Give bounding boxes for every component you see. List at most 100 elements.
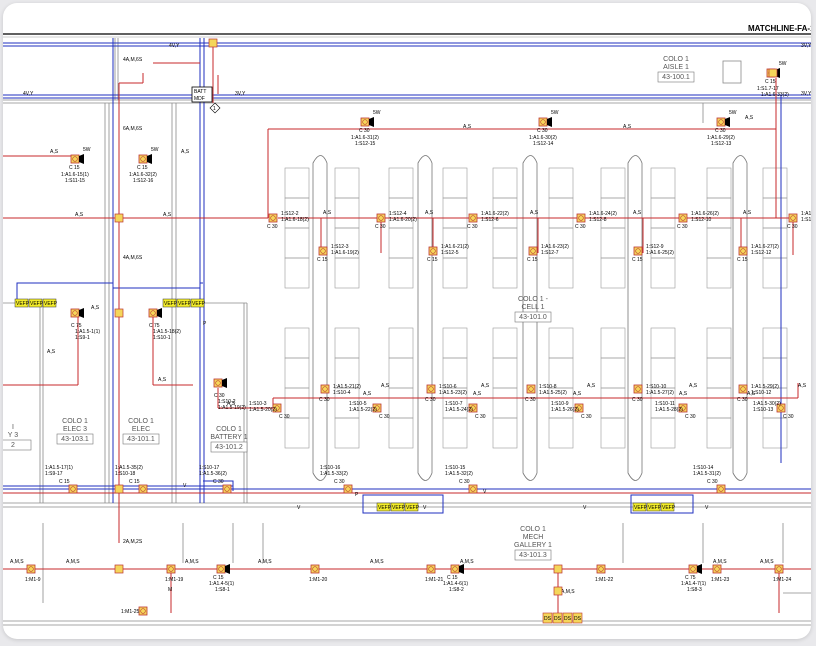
strobe-device[interactable]: [320, 384, 330, 394]
strobe-device[interactable]: [468, 213, 478, 223]
strobe-device[interactable]: [138, 154, 148, 164]
junction-box[interactable]: [114, 484, 124, 494]
cable-tag: 4V,Y: [169, 43, 180, 49]
horn-device[interactable]: [426, 564, 436, 574]
horn-device[interactable]: [138, 606, 148, 616]
device-candela: C 30: [632, 397, 643, 403]
device-address: 1:A1.5-28(2): [655, 407, 683, 413]
device-candela: C 15: [427, 257, 438, 263]
batt-mdf-box[interactable]: BATT MDF 1: [191, 86, 221, 114]
strobe-device[interactable]: [468, 484, 478, 494]
strobe-device[interactable]: [468, 403, 478, 413]
device-address: 1:A1.6-30(2): [529, 135, 557, 141]
ds-box[interactable]: [572, 612, 583, 624]
ds-label: DS: [544, 616, 552, 622]
rack-cell: [284, 327, 310, 359]
strobe-device[interactable]: [538, 117, 548, 127]
device-box: [213, 378, 223, 388]
horn-device[interactable]: [166, 564, 176, 574]
ds-box[interactable]: [542, 612, 553, 624]
strobe-device[interactable]: [688, 564, 698, 574]
cable-tag: 3V,Y: [801, 43, 811, 49]
strobe-device[interactable]: [678, 213, 688, 223]
device-address: 1:S12-9: [646, 244, 664, 250]
strobe-device[interactable]: [526, 384, 536, 394]
strobe-device[interactable]: [716, 117, 726, 127]
strobe-device[interactable]: [450, 564, 460, 574]
strobe-device[interactable]: [318, 246, 328, 256]
device-candela: C 75: [685, 575, 696, 581]
strobe-device[interactable]: [138, 484, 148, 494]
strobe-device[interactable]: [738, 246, 748, 256]
strobe-device[interactable]: [528, 246, 538, 256]
horn-device[interactable]: [26, 564, 36, 574]
strobe-device[interactable]: [376, 213, 386, 223]
strobe-device[interactable]: [426, 384, 436, 394]
strobe-device[interactable]: [268, 213, 278, 223]
junction-box[interactable]: [768, 68, 778, 78]
device-circle: [70, 486, 76, 492]
junction-box[interactable]: [208, 38, 218, 48]
rack-cell: [388, 327, 414, 359]
cable-tag: M: [168, 587, 172, 593]
strobe-device[interactable]: [68, 484, 78, 494]
device-candela: C 30: [783, 414, 794, 420]
rack-cell: [650, 417, 676, 449]
device-candela: C 75: [149, 323, 160, 329]
horn-device[interactable]: [310, 564, 320, 574]
horn-device[interactable]: [774, 564, 784, 574]
strobe-device[interactable]: [343, 484, 353, 494]
horn-device[interactable]: [596, 564, 606, 574]
cable-tag: A,S: [481, 383, 490, 389]
strobe-device[interactable]: [213, 378, 223, 388]
strobe-device[interactable]: [576, 213, 586, 223]
strobe-device[interactable]: [222, 484, 232, 494]
strobe-device[interactable]: [428, 246, 438, 256]
junction-box[interactable]: [114, 213, 124, 223]
horn-device[interactable]: [712, 564, 722, 574]
device-address: 1:A1.5-31(2): [693, 471, 721, 477]
cable-tag: A,S: [425, 210, 434, 216]
strobe-device[interactable]: [788, 213, 798, 223]
strobe-device[interactable]: [776, 403, 786, 413]
device-address: 1:M1-25: [121, 609, 140, 615]
strobe-device[interactable]: [633, 384, 643, 394]
device-address: 1:A1.5-33(2): [320, 471, 348, 477]
device-address: 1:S10-16: [320, 465, 341, 471]
device-address: 1:S11-15: [65, 178, 85, 184]
strobe-device[interactable]: [716, 484, 726, 494]
ds-box[interactable]: [552, 612, 563, 624]
device-circle: [576, 405, 582, 411]
strobe-device[interactable]: [678, 403, 688, 413]
device-circle: [345, 486, 351, 492]
device-address: 1:A1.6-25(2): [646, 250, 674, 256]
junction-box[interactable]: [114, 564, 124, 574]
device-address: 1:S12-15: [355, 141, 376, 147]
strobe-device[interactable]: [70, 308, 80, 318]
strobe-device[interactable]: [148, 308, 158, 318]
device-box: [26, 564, 36, 574]
strobe-device[interactable]: [360, 117, 370, 127]
strobe-device[interactable]: [272, 403, 282, 413]
junction-box[interactable]: [553, 586, 563, 596]
strobe-device[interactable]: [574, 403, 584, 413]
strobe-device[interactable]: [372, 403, 382, 413]
device-address: 1:A1.6-24(2): [589, 211, 617, 217]
strobe-device[interactable]: [633, 246, 643, 256]
junction-box[interactable]: [114, 308, 124, 318]
strobe-device[interactable]: [70, 154, 80, 164]
vefp-cell: [28, 298, 43, 308]
strobe-device[interactable]: [216, 564, 226, 574]
device-box: [272, 403, 282, 413]
strobe-device[interactable]: [738, 384, 748, 394]
ds-label: DS: [574, 616, 582, 622]
ds-box[interactable]: [562, 612, 573, 624]
rack-cell: [548, 417, 574, 449]
junction-box[interactable]: [553, 564, 563, 574]
